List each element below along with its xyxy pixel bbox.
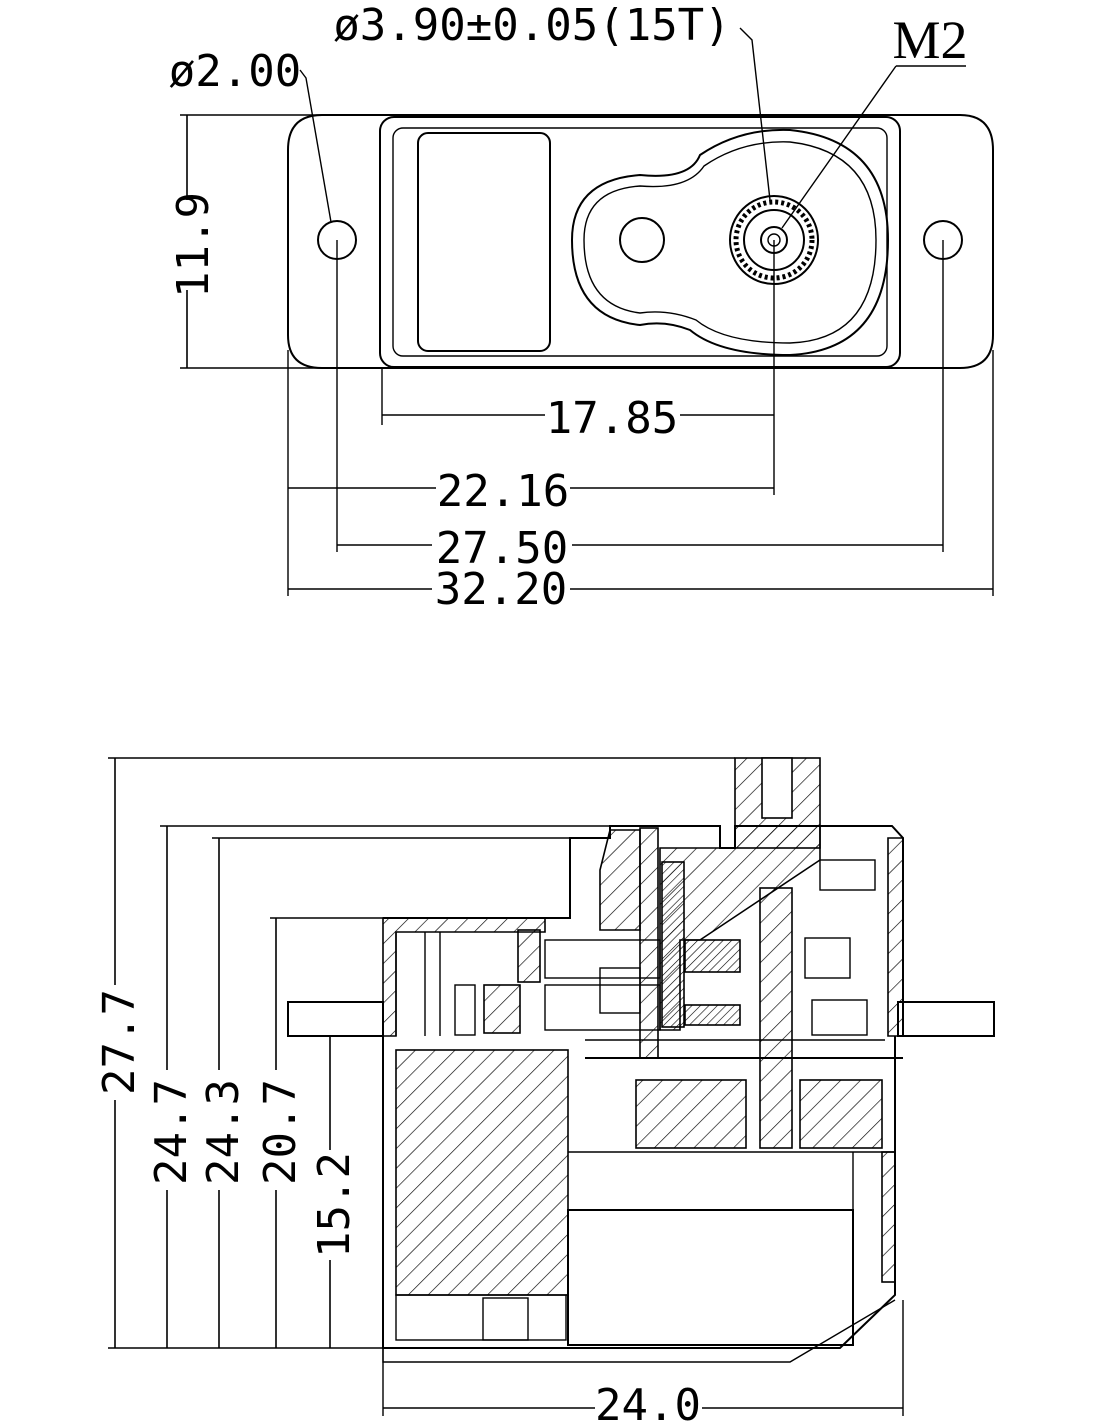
mounting-flange-outline [287,114,994,369]
dim-22-16: 22.16 [437,466,569,517]
side-view: 27.7 24.7 24.3 20.7 15.2 24.0 [94,757,995,1422]
dim-27-50: 27.50 [436,523,568,574]
gear-boss-inner [583,141,877,344]
callout-spline-diameter: ø3.90±0.05(15T) [333,0,730,51]
dim-24-0: 24.0 [595,1380,701,1422]
dim-24-3: 24.3 [198,1079,249,1185]
pot-block-left [635,1079,747,1149]
dim-24-7: 24.7 [146,1079,197,1185]
dim-15-2: 15.2 [309,1152,360,1258]
dim-height-11-9: 11.9 [168,192,219,298]
label-pad [417,132,551,352]
gear-band-top [684,939,741,973]
idler-hole [619,217,665,263]
top-cover-wall-right [887,837,904,1037]
dim-32-20: 32.20 [435,564,567,615]
dim-17-85: 17.85 [546,393,678,444]
gear-boss-outline [570,128,890,357]
motor-can [567,1209,854,1346]
dim-27-7: 27.7 [94,989,145,1095]
pot-block-right [799,1079,883,1149]
output-spline-teeth [733,199,815,281]
output-shaft-bore [761,757,793,819]
top-view: 11.9 17.85 22.16 27.50 32.20 ø2.00 ø3.90… [168,0,994,615]
intermediate-shaft [759,887,793,1149]
case-body-outline [379,116,901,368]
dim-20-7: 20.7 [255,1079,306,1185]
motor-body [395,1049,569,1296]
center-bearing [599,829,641,931]
small-gear-hatch [483,984,521,1034]
flange-ear-right [897,1001,995,1037]
left-gear-block [517,929,541,983]
lower-case-wall-right [881,1151,896,1283]
gear-stack-dense [661,861,685,1028]
case-bottom-plate [382,1299,896,1363]
callout-screw-m2: M2 [892,10,967,70]
center-shaft [639,827,659,1059]
callout-hole-diameter: ø2.00 [169,46,301,97]
gear-band-bottom [684,1004,741,1026]
flange-ear-left [287,1001,384,1037]
